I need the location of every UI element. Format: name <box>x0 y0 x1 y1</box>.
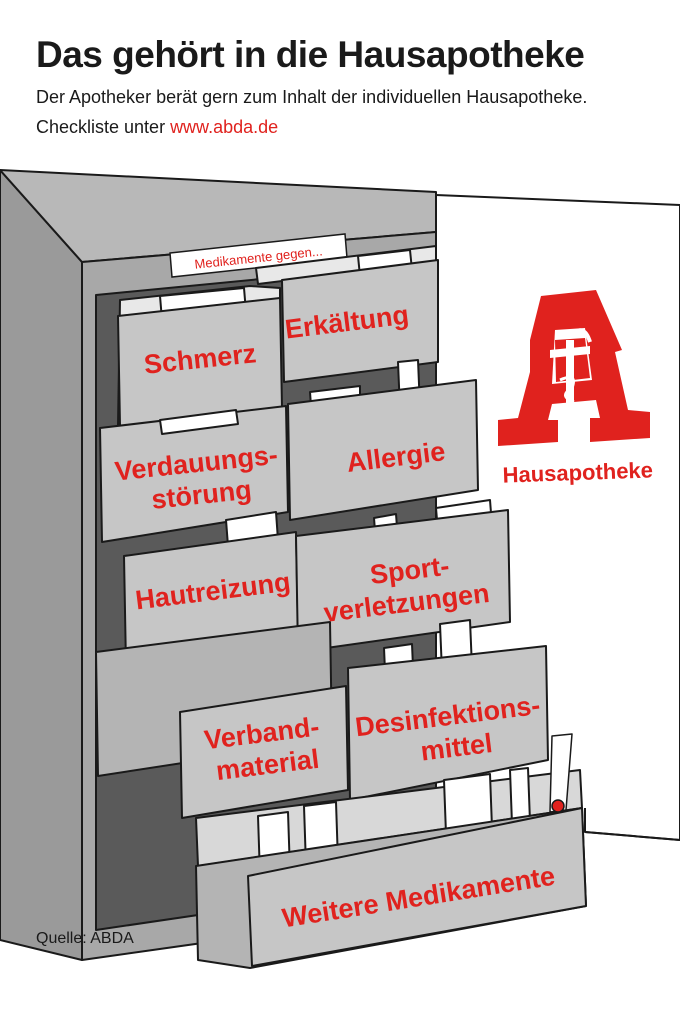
drawer-verband[interactable] <box>179 685 349 819</box>
page-title: Das gehört in die Hausapotheke <box>36 34 585 75</box>
source-credit: Quelle: ABDA <box>36 930 134 947</box>
drawer-sport[interactable] <box>295 509 511 653</box>
drawer-erkaeltung[interactable] <box>281 259 439 383</box>
apotheke-a-icon: Hausapotheke <box>498 290 653 488</box>
drawer-desinfektion[interactable] <box>347 645 549 801</box>
subtitle: Der Apotheker berät gern zum Inhalt der … <box>36 87 588 107</box>
drawer-weitere[interactable] <box>247 807 587 967</box>
abda-link[interactable]: www.abda.de <box>170 117 279 137</box>
cabinet-door <box>435 194 680 841</box>
drawer-allergie[interactable] <box>287 379 479 521</box>
thermometer-icon <box>549 733 573 813</box>
checklist-prefix: Checkliste unter <box>36 117 171 137</box>
logo-brand-label: Hausapotheke <box>502 457 653 487</box>
cabinet-side <box>0 169 83 961</box>
checklist-line: Checkliste unter www.abda.de <box>36 117 278 138</box>
